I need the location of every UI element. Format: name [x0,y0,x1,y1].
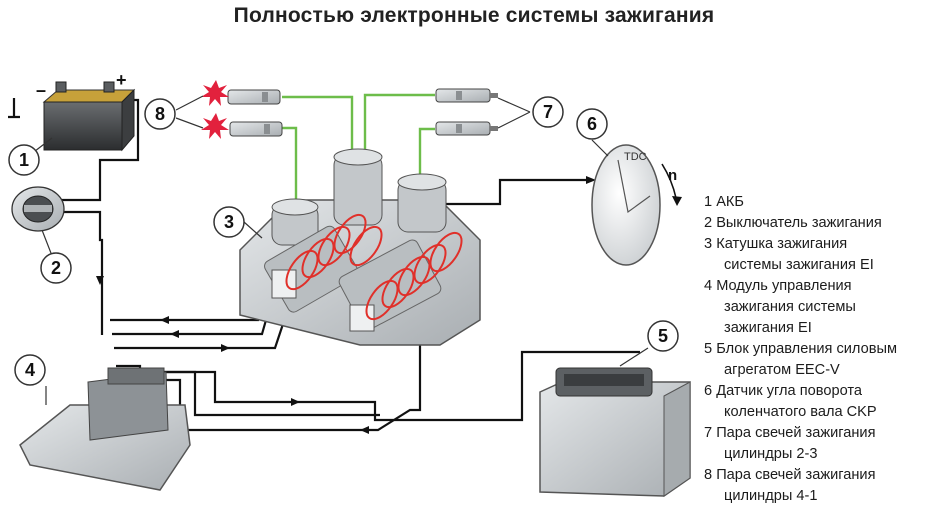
callout-5: 5 [647,320,679,352]
spark-icon-1 [201,80,229,139]
callout-4-label: 4 [25,360,35,380]
powertrain-control-module [539,367,691,497]
legend-item-4-line-1: Модуль управления [716,278,852,294]
callout-3-label: 3 [224,212,234,232]
callout-4: 4 [14,354,46,386]
callout-7-label: 7 [543,102,553,122]
battery-minus-label: – [36,80,46,100]
legend-item-5-line-1: Блок управления силовым [716,341,898,357]
legend-item-6-line-2: коленчатого вала CKP [724,404,877,420]
battery: – + [36,70,136,152]
callout-leaders [25,95,649,405]
legend-item-2: 2 Выключатель зажигания [704,213,948,234]
tdc-label: TDC [624,151,647,163]
callout-8: 8 [144,98,176,130]
legend-item-2-line-1: Выключатель зажигания [716,215,882,231]
callout-7: 7 [532,96,564,128]
callout-2: 2 [40,252,72,284]
legend-item-5: 5 Блок управления силовым [704,339,948,360]
callout-6-label: 6 [587,114,597,134]
legend-item-4: 4 Модуль управления [704,276,948,297]
legend-item-1: 1 АКБ [704,192,948,213]
legend-item-7-line-2: цилиндры 2-3 [724,446,818,462]
legend-item-7-number: 7 [704,425,713,441]
callout-8-label: 8 [155,104,165,124]
rotation-label: n [668,167,677,184]
battery-plus-label: + [116,70,127,90]
legend-item-4-line-2: зажигания системы [724,299,856,315]
legend-item-5-line-2: агрегатом EEC-V [724,362,840,378]
legend-item-4-line-3: зажигания EI [724,320,812,336]
diagram-title: Полностью электронные системы зажигания [233,4,715,27]
legend-item-8: 8 Пара свечей зажигания [704,465,948,486]
legend-item-8-line-2: цилиндры 4-1 [724,488,818,504]
spark-plug-pair-4-1 [227,89,283,137]
wire-arrows [96,176,596,434]
legend-item-3-line-2: системы зажигания EI [724,257,874,273]
callout-5-label: 5 [658,326,668,346]
legend-item-8-number: 8 [704,467,713,483]
coil-windings [285,213,463,321]
legend-item-6-number: 6 [704,383,713,399]
callout-1-label: 1 [19,150,29,170]
legend-item-5-number: 5 [704,341,713,357]
ignition-control-module [19,367,191,491]
legend-item-7-line-1: Пара свечей зажигания [716,425,876,441]
legend-item-6-line-1: Датчик угла поворота [716,383,863,399]
legend-item-3-number: 3 [704,236,713,252]
legend-item-8-line-1: Пара свечей зажигания [716,467,876,483]
legend-item-3-line-1: Катушка зажигания [716,236,848,252]
callout-2-label: 2 [51,258,61,278]
legend-item-7: 7 Пара свечей зажигания [704,423,948,444]
legend: 1 АКБ 2 Выключатель зажигания 3 Катушка … [704,192,948,507]
callout-3: 3 [213,206,245,238]
legend-item-3: 3 Катушка зажигания [704,234,948,255]
legend-item-1-line-1: АКБ [716,194,744,210]
legend-item-1-number: 1 [704,194,713,210]
ignition-switch [11,186,65,232]
callout-6: 6 [576,108,608,140]
legend-item-4-number: 4 [704,278,713,294]
legend-item-6: 6 Датчик угла поворота [704,381,948,402]
crankshaft-sensor: TDC n [591,144,682,266]
callout-1: 1 [8,144,40,176]
legend-item-2-number: 2 [704,215,713,231]
spark-plug-pair-2-3 [435,88,498,136]
